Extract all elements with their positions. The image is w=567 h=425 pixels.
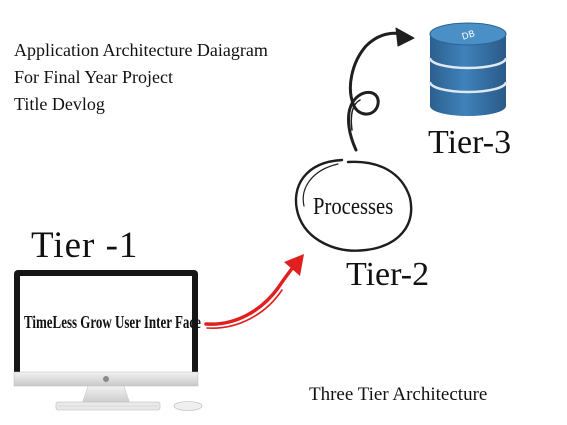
heading-line-3: Title Devlog (14, 94, 105, 114)
heading-line-2: For Final Year Project (14, 67, 173, 87)
monitor-icon (13, 270, 203, 411)
mouse-icon (173, 401, 203, 411)
footer-caption: Three Tier Architecture (309, 384, 488, 405)
user-interface-label: TimeLess Grow User Inter Face (24, 312, 201, 332)
process-label: Processes (313, 194, 394, 220)
tier-1-label: Tier -1 (31, 225, 139, 266)
apple-logo-icon (103, 376, 109, 382)
tier-3-label: Tier-3 (428, 124, 512, 161)
process-circle (294, 158, 413, 252)
heading-line-1: Application Architecture Daiagram (14, 40, 268, 60)
red-arrow-icon (204, 254, 304, 329)
monitor-stand (81, 385, 131, 405)
diagram-heading: Application Architecture Daiagram For Fi… (14, 37, 268, 118)
tier-2-label: Tier-2 (346, 256, 430, 293)
database-icon: DB (428, 22, 508, 116)
db-label: DB (461, 29, 477, 43)
curly-arrow-to-db-icon (347, 27, 415, 152)
